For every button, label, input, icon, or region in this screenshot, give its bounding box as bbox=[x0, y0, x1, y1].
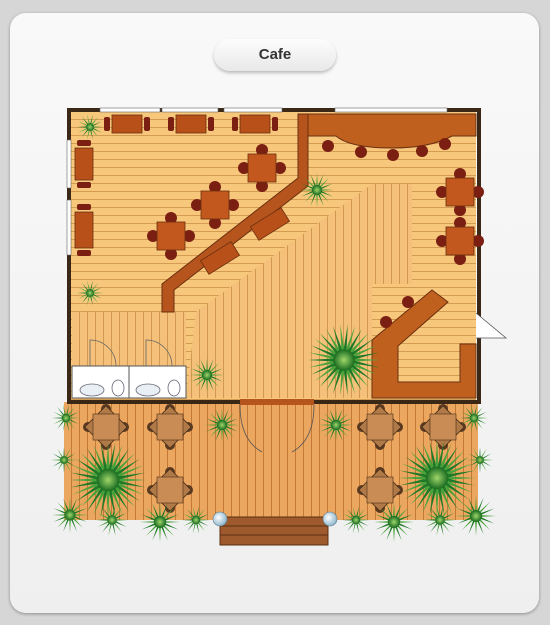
terrace-deck bbox=[64, 402, 478, 520]
shrub-icon bbox=[319, 408, 353, 442]
terrace-table bbox=[147, 404, 193, 450]
service-counter bbox=[371, 289, 477, 399]
sink-icon bbox=[79, 383, 161, 397]
terrace-table bbox=[147, 467, 193, 513]
table-set bbox=[147, 212, 195, 260]
window-row bbox=[99, 107, 448, 113]
lamp-icon bbox=[322, 511, 338, 527]
terrace-tables bbox=[83, 404, 466, 513]
shrub-icon bbox=[467, 447, 493, 473]
table-set bbox=[238, 144, 286, 192]
terrace-table bbox=[357, 404, 403, 450]
front-entrance bbox=[240, 399, 314, 405]
wall-tables bbox=[74, 114, 271, 249]
terrace-table bbox=[83, 404, 129, 450]
side-door bbox=[475, 312, 508, 339]
indoor-tables bbox=[147, 144, 484, 265]
shrub-icon bbox=[300, 173, 334, 207]
shrub-icon bbox=[190, 358, 224, 392]
tree-icon bbox=[399, 440, 475, 516]
shrub-icon bbox=[342, 506, 370, 534]
tree-icon bbox=[308, 324, 380, 396]
shrub-icon bbox=[140, 502, 180, 542]
toilet-icon bbox=[111, 379, 181, 397]
shrub-icon bbox=[77, 114, 103, 140]
bar-stools bbox=[322, 138, 451, 328]
tree-icon bbox=[70, 442, 146, 518]
shrub-icon bbox=[96, 504, 128, 536]
shrub-icon bbox=[456, 496, 496, 536]
table-set bbox=[436, 168, 484, 216]
page-title: Cafe bbox=[214, 39, 336, 71]
shrub-icon bbox=[52, 404, 80, 432]
partition-wall bbox=[161, 113, 309, 313]
shrub-icon bbox=[460, 404, 488, 432]
terrace-table bbox=[420, 404, 466, 450]
shrub-icon bbox=[205, 408, 239, 442]
plants bbox=[51, 114, 496, 542]
entry-stairs bbox=[219, 516, 329, 546]
terrace-table bbox=[357, 467, 403, 513]
lamp-icon bbox=[212, 511, 228, 527]
table-set bbox=[191, 181, 239, 229]
shrub-icon bbox=[182, 506, 210, 534]
table-set bbox=[436, 217, 484, 265]
shrub-icon bbox=[52, 497, 88, 533]
bar-counter bbox=[307, 113, 477, 149]
shrub-icon bbox=[77, 280, 103, 306]
shrub-icon bbox=[51, 447, 77, 473]
shrub-icon bbox=[374, 502, 414, 542]
shrub-icon bbox=[424, 504, 456, 536]
